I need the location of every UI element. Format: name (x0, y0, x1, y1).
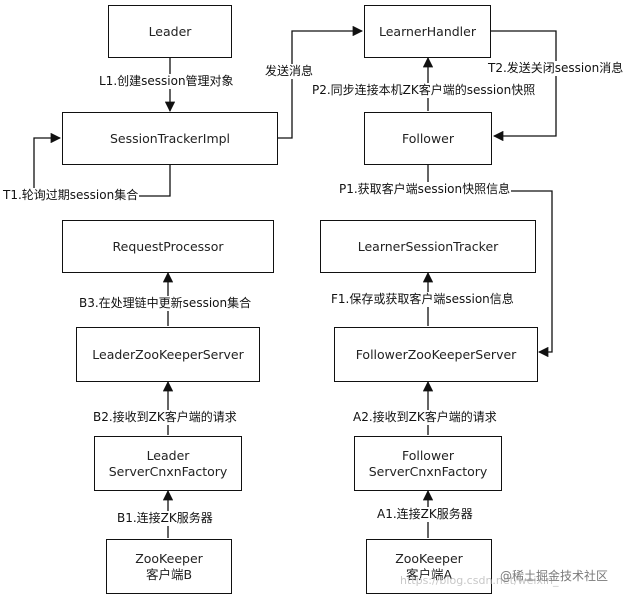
arrow-send-message (278, 25, 364, 139)
session-tracker-impl-label: SessionTrackerImpl (109, 130, 231, 146)
follower-cnxn-factory-box: Follower ServerCnxnFactory (354, 436, 502, 491)
leader-zk-server-label: LeaderZooKeeperServer (92, 346, 244, 362)
label-p2: P2.同步连接本机ZK客户端的session快照 (311, 83, 537, 98)
follower-box: Follower (364, 112, 492, 165)
arrow-t2 (491, 30, 557, 142)
leader-box: Leader (108, 5, 232, 58)
label-f1: F1.保存或获取客户端session信息 (330, 292, 515, 307)
learner-session-tracker-box: LearnerSessionTracker (320, 220, 536, 273)
label-b2: B2.接收到ZK客户端的请求 (92, 410, 238, 425)
watermark-faint: https://blog.csdn.net/weixin_ (400, 574, 559, 587)
follower-cnxn-factory-line2: ServerCnxnFactory (368, 463, 488, 479)
follower-zk-server-label: FollowerZooKeeperServer (355, 346, 517, 362)
zk-client-a-box: ZooKeeper 客户端A (366, 539, 492, 594)
zk-client-b-box: ZooKeeper 客户端B (106, 539, 232, 594)
label-b3: B3.在处理链中更新session集合 (78, 296, 253, 311)
zk-client-a-line2: 客户端A (405, 566, 453, 582)
request-processor-box: RequestProcessor (62, 220, 274, 273)
label-a2: A2.接收到ZK客户端的请求 (352, 410, 498, 425)
zk-client-b-line2: 客户端B (145, 566, 193, 582)
label-p1: P1.获取客户端session快照信息 (338, 182, 512, 197)
learner-handler-label: LearnerHandler (379, 23, 476, 39)
watermark-brand: @稀土掘金技术社区 (500, 569, 609, 583)
follower-zk-server-box: FollowerZooKeeperServer (334, 327, 538, 382)
label-b1: B1.连接ZK服务器 (116, 511, 214, 526)
label-a1: A1.连接ZK服务器 (376, 507, 474, 522)
learner-handler-box: LearnerHandler (364, 5, 491, 58)
zk-client-b-line1: ZooKeeper (135, 550, 203, 566)
leader-zk-server-box: LeaderZooKeeperServer (76, 327, 260, 382)
leader-label: Leader (148, 23, 192, 39)
leader-cnxn-factory-line2: ServerCnxnFactory (108, 463, 228, 479)
follower-label: Follower (401, 130, 455, 146)
session-tracker-impl-box: SessionTrackerImpl (62, 112, 278, 165)
label-t2: T2.发送关闭session消息 (487, 61, 625, 76)
leader-cnxn-factory-line1: Leader (146, 447, 190, 463)
zk-client-a-line1: ZooKeeper (395, 550, 463, 566)
label-t1: T1.轮询过期session集合 (2, 188, 140, 203)
label-send-message: 发送消息 (264, 64, 315, 79)
learner-session-tracker-label: LearnerSessionTracker (357, 238, 499, 254)
follower-cnxn-factory-line1: Follower (401, 447, 455, 463)
label-l1: L1.创建session管理对象 (98, 74, 235, 89)
request-processor-label: RequestProcessor (112, 238, 224, 254)
leader-cnxn-factory-box: Leader ServerCnxnFactory (94, 436, 242, 491)
